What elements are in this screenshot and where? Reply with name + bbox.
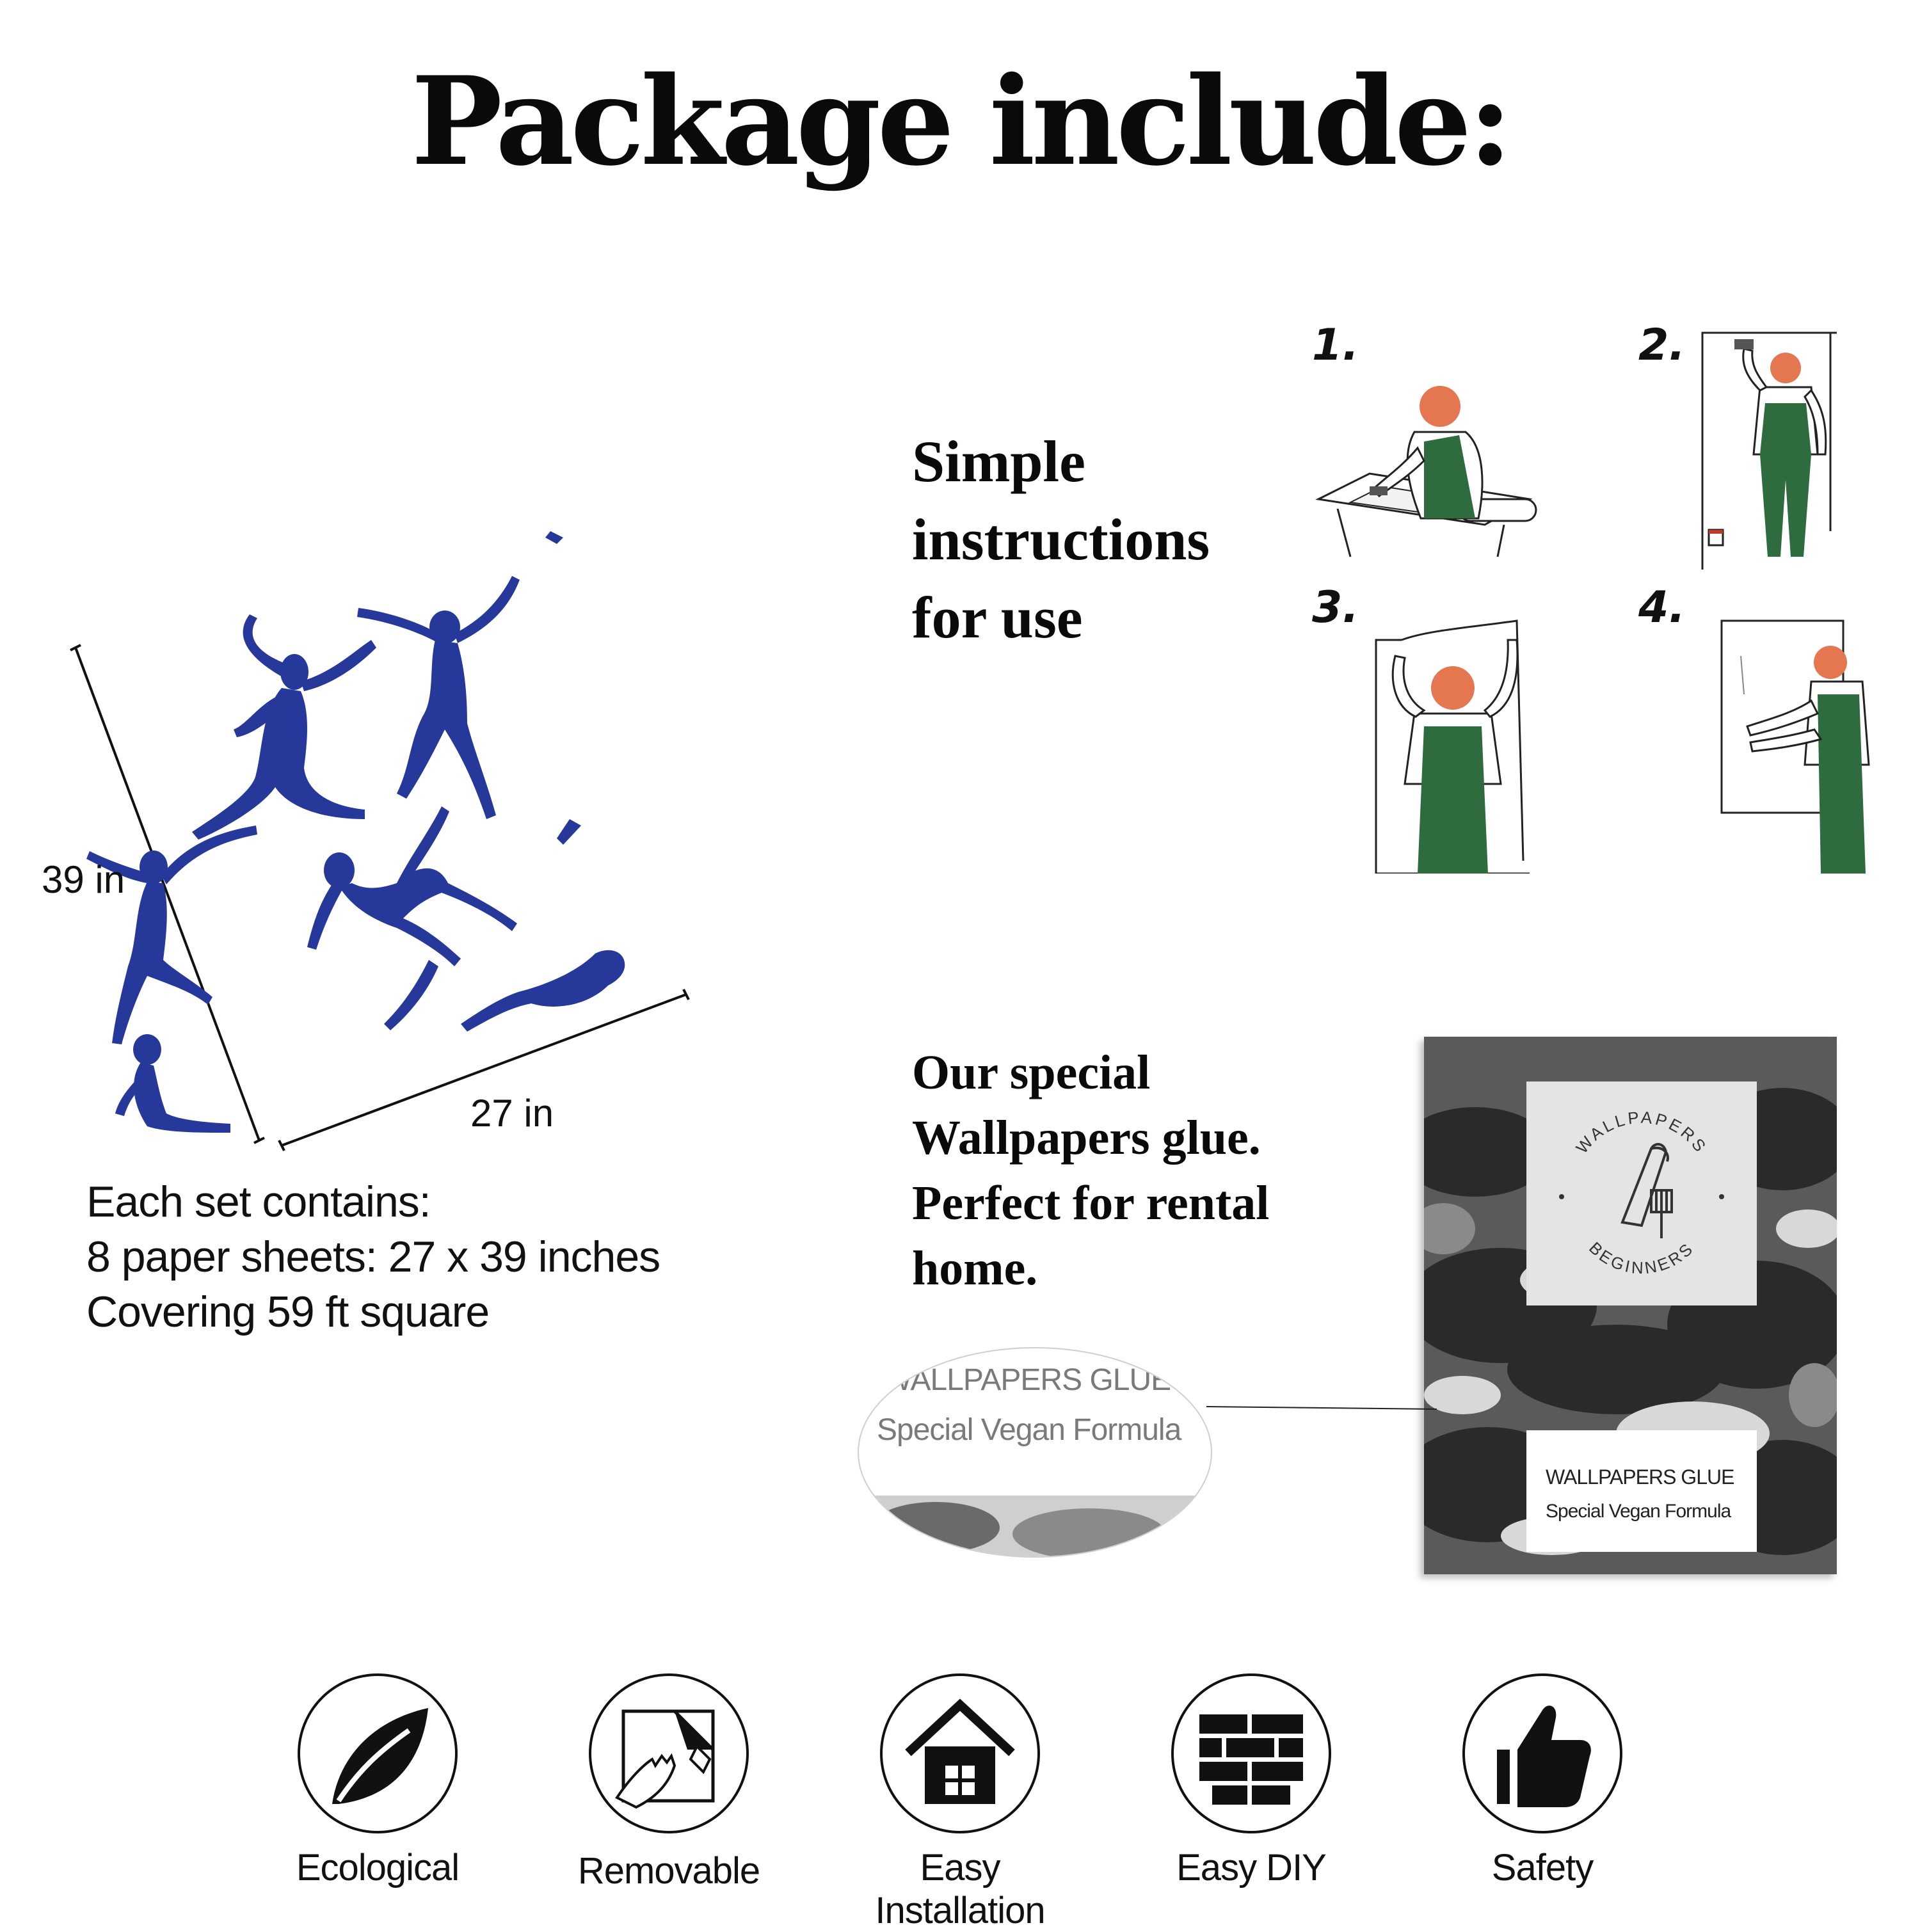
instructions-line-1: Simple <box>912 429 1085 494</box>
figure-4 <box>307 806 517 1030</box>
brand-logo: WALLPAPERS BEGINNERS <box>1559 1108 1724 1278</box>
feature-label-ecological: Ecological <box>296 1847 460 1888</box>
fragment <box>545 531 563 544</box>
callout-line <box>1206 1406 1437 1410</box>
brick-wall-icon <box>1199 1714 1303 1805</box>
feature-label-easy-installation: Easy Installation <box>875 1847 1045 1931</box>
product-name: WALLPAPERS GLUE <box>1546 1465 1734 1489</box>
instructions-heading: Simple instructions for use <box>912 422 1210 657</box>
svg-text:WALLPAPERS: WALLPAPERS <box>1572 1108 1711 1158</box>
paint-roll-icon <box>1620 1143 1673 1238</box>
glue-line-1: Our special <box>912 1046 1151 1099</box>
glue-line-3: Perfect for rental <box>912 1176 1270 1230</box>
sheet-info-line-2: 8 paper sheets: 27 x 39 inches <box>86 1233 660 1281</box>
dancing-figures <box>86 531 625 1133</box>
thumbs-up-icon <box>1497 1705 1591 1807</box>
sheet-info: Each set contains: 8 paper sheets: 27 x … <box>86 1174 660 1339</box>
easy-diy-badge <box>1171 1673 1331 1833</box>
instructions-line-3: for use <box>912 585 1083 650</box>
figure-2 <box>357 576 520 819</box>
product-label: WALLPAPERS GLUE Special Vegan Formula <box>1526 1430 1757 1552</box>
easy-installation-badge <box>880 1673 1040 1833</box>
step-1-illustration <box>1315 386 1537 557</box>
product-subtitle: Special Vegan Formula <box>1546 1501 1731 1522</box>
step-number-4: 4. <box>1638 582 1686 633</box>
step-4-illustration <box>1720 619 1870 874</box>
height-dimension-label: 39 in <box>42 858 125 901</box>
glue-line-2: Wallpapers glue. <box>912 1111 1261 1165</box>
house-icon <box>905 1698 1015 1804</box>
safety-badge <box>1462 1673 1622 1833</box>
sheet-info-line-3: Covering 59 ft square <box>86 1288 490 1336</box>
instructions-line-2: instructions <box>912 507 1210 572</box>
step-number-1: 1. <box>1312 320 1359 371</box>
zoom-pattern <box>859 1496 1211 1556</box>
page-title: Package include: <box>411 50 1512 193</box>
glue-description: Our special Wallpapers glue. Perfect for… <box>912 1040 1269 1301</box>
feature-label-safety: Safety <box>1491 1847 1594 1888</box>
feature-label-easy-diy: Easy DIY <box>1176 1847 1327 1888</box>
sheet-info-line-1: Each set contains: <box>86 1178 431 1226</box>
zoom-product-subtitle: Special Vegan Formula <box>877 1413 1181 1447</box>
figure-3 <box>86 826 257 1044</box>
svg-text:BEGINNERS: BEGINNERS <box>1585 1238 1698 1278</box>
wallpaper-sheet-illustration <box>70 531 690 1151</box>
brand-logo-box: WALLPAPERS BEGINNERS <box>1526 1082 1757 1305</box>
peel-icon <box>615 1709 715 1809</box>
figure-5 <box>461 819 625 1032</box>
ecological-badge <box>298 1673 458 1833</box>
step-number-3: 3. <box>1312 582 1359 633</box>
step-number-2: 2. <box>1638 320 1686 371</box>
step-3-illustration <box>1375 619 1530 874</box>
zoom-product-name: WALLPAPERS GLUE <box>883 1363 1171 1397</box>
figure-6 <box>115 1034 230 1133</box>
brand-bottom-text: BEGINNERS <box>1585 1238 1695 1278</box>
step-2-illustration <box>1701 331 1837 570</box>
leaf-icon <box>332 1708 428 1804</box>
feature-label-removable: Removable <box>577 1850 760 1892</box>
glue-line-4: home. <box>912 1241 1038 1295</box>
removable-badge <box>589 1673 749 1833</box>
brand-top-text: WALLPAPERS <box>1572 1108 1708 1158</box>
label-zoom-callout: WALLPAPERS GLUE Special Vegan Formula <box>858 1347 1212 1558</box>
figure-1 <box>192 614 376 840</box>
dimension-lines <box>70 644 690 1151</box>
width-dimension-label: 27 in <box>470 1092 554 1135</box>
